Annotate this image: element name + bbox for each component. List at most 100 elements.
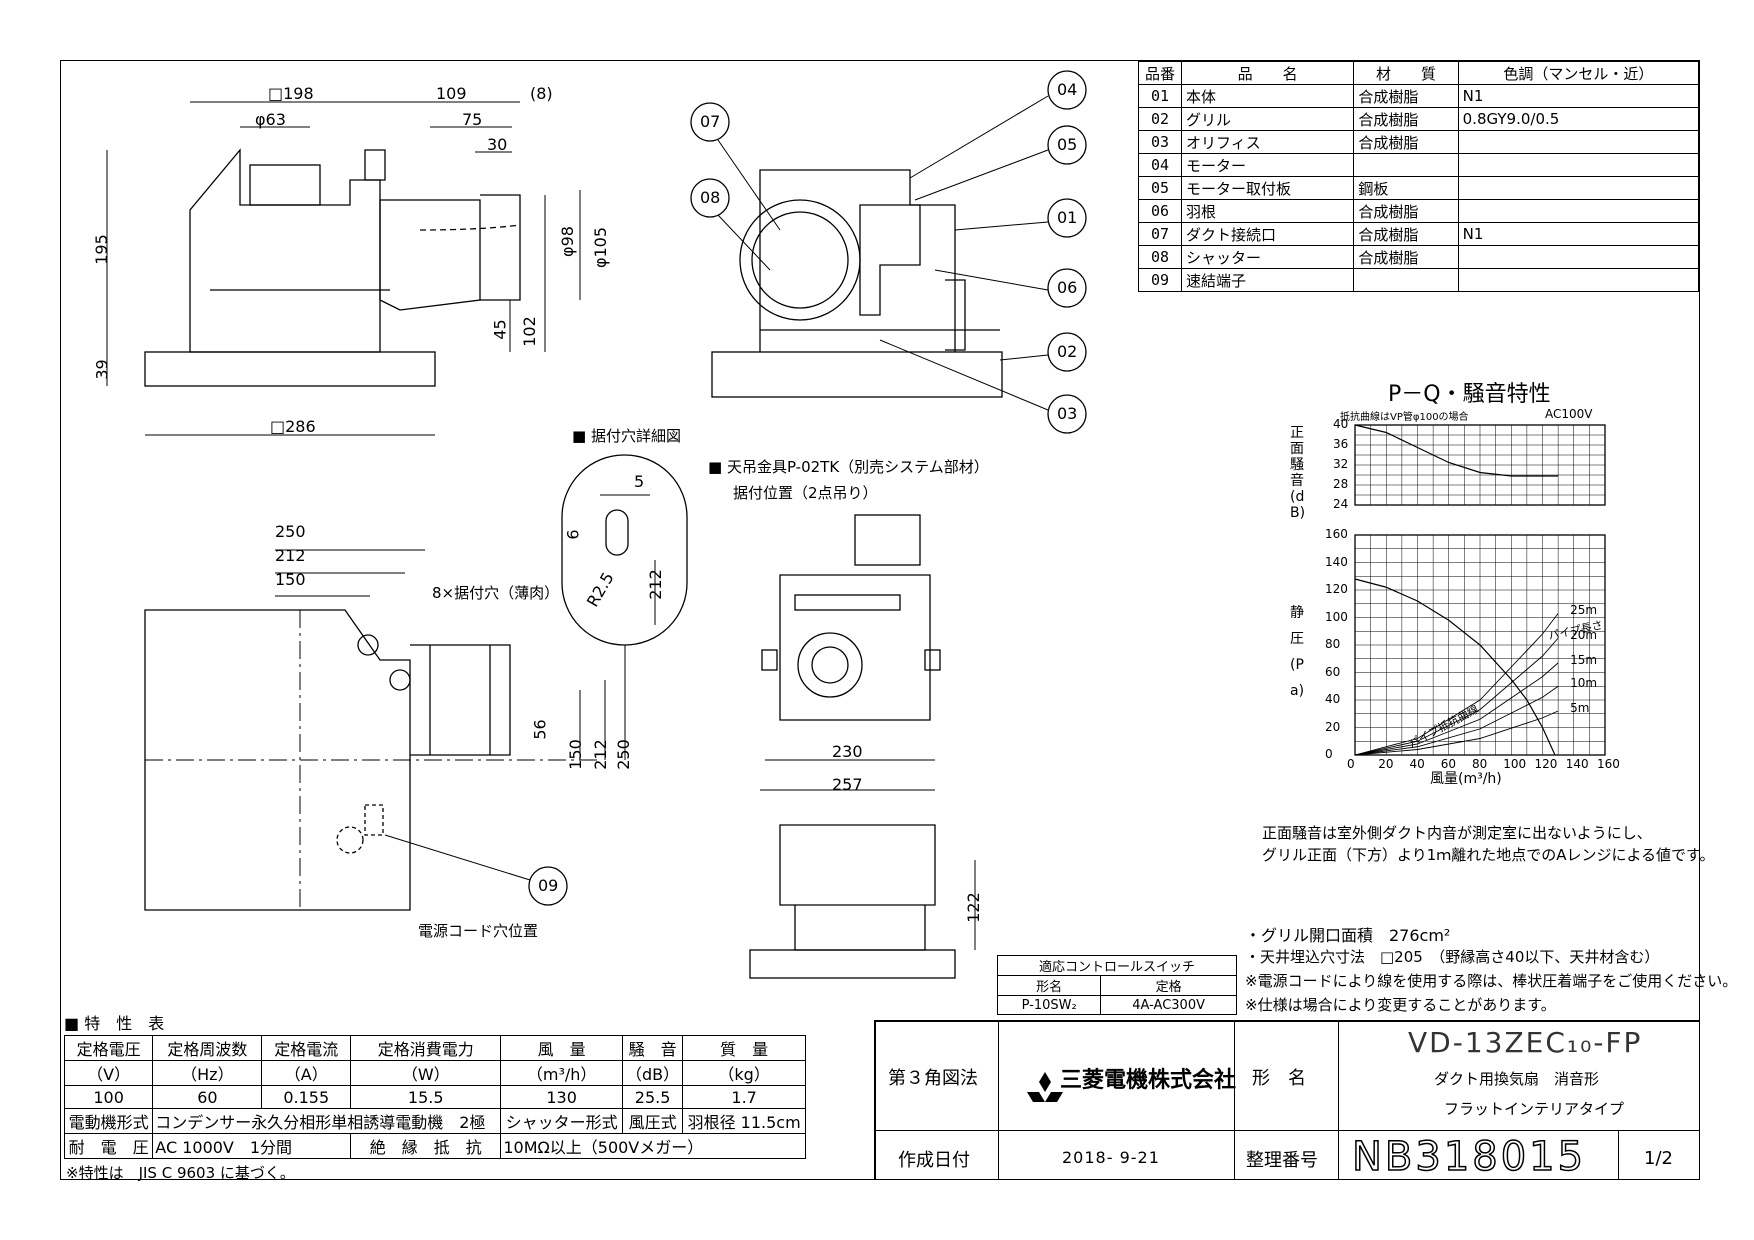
part-no: 07 xyxy=(1138,222,1182,246)
noise-series xyxy=(1354,424,1559,477)
noise-ytick: 28 xyxy=(1333,477,1349,491)
part-name: オリフィス xyxy=(1180,130,1355,154)
projection-label: 第３角図法 xyxy=(888,1068,978,1089)
dim-109: 109 xyxy=(436,84,467,103)
pq-series-label: 25m xyxy=(1570,603,1598,618)
pq-xlabel: 風量(m³/h) xyxy=(1430,771,1502,787)
dim-75: 75 xyxy=(462,110,483,129)
char-value: 130 xyxy=(500,1085,623,1109)
cord-hole-label: 電源コード穴位置 xyxy=(418,922,539,940)
pq-series xyxy=(1354,578,1559,756)
callout-03: 03 xyxy=(1057,404,1078,423)
part-no: 01 xyxy=(1138,84,1182,108)
noise-note-2: グリル正面（下方）より1ｍ離れた地点でのAレンジによる値です。 xyxy=(1262,846,1715,864)
char-value-row: 100 60 0.155 15.5 130 25.5 1.7 xyxy=(63,1085,806,1109)
pq-xtick: 160 xyxy=(1597,757,1620,771)
parts-header-color: 色調（マンセル・近） xyxy=(1457,61,1700,85)
model-label: 形 名 xyxy=(1252,1068,1306,1089)
creation-date: 2018- 9-21 xyxy=(1062,1148,1160,1167)
char-unit-row: （V） （Hz） （A） （W） （m³/h） （dB） （kg） xyxy=(63,1060,806,1086)
front-dim-122: 122 xyxy=(963,892,983,923)
char-unit: （m³/h） xyxy=(500,1060,623,1086)
part-color xyxy=(1457,245,1700,269)
part-material xyxy=(1353,153,1459,177)
mount-hole-label: 8×据付穴（薄肉） xyxy=(432,584,560,602)
char-header: 質 量 xyxy=(682,1035,806,1061)
dim-198: □198 xyxy=(268,84,314,103)
pq-ytick: 40 xyxy=(1325,692,1341,706)
pq-xtick: 80 xyxy=(1472,757,1488,771)
noise-curve xyxy=(1354,424,1559,477)
pq-xtick: 100 xyxy=(1503,757,1527,771)
plan-dim-250: 250 xyxy=(275,522,306,541)
noise-ytick: 32 xyxy=(1333,457,1349,471)
callout-06: 06 xyxy=(1057,278,1078,297)
pq-ytick: 0 xyxy=(1325,747,1333,761)
dim-phi63: φ63 xyxy=(255,110,286,129)
chart-resistance-note: 抵抗曲線はVP管φ100の場合 xyxy=(1340,412,1469,423)
pq-ytick: 60 xyxy=(1325,664,1341,679)
pq-xtick: 20 xyxy=(1378,757,1394,771)
char-value: 100 xyxy=(63,1085,154,1109)
pq-ytick: 140 xyxy=(1325,554,1348,569)
part-material xyxy=(1353,268,1459,292)
part-no: 09 xyxy=(1138,268,1182,292)
hanger-title: ■ 天吊金具P-02TK（別売システム部材） xyxy=(708,458,989,476)
pq-xtick: 120 xyxy=(1534,757,1558,771)
pq-curve-10m xyxy=(1354,685,1559,756)
cutaway-view xyxy=(711,169,1003,398)
callout-01: 01 xyxy=(1057,208,1078,227)
noise-ylabel: 正面騒音(dB) xyxy=(1290,425,1306,521)
callout-09: 09 xyxy=(538,876,559,895)
plan-dim-150: 150 xyxy=(275,570,306,589)
dim-8: (8) xyxy=(530,84,553,103)
pq-series-label: 15m xyxy=(1570,652,1598,667)
part-material: 合成樹脂 xyxy=(1353,245,1459,269)
noise-ytick: 24 xyxy=(1333,497,1349,511)
pq-ytick: 100 xyxy=(1325,609,1348,624)
char-motor-row: 電動機形式 コンデンサー永久分相形単相誘導電動機 2極 シャッター形式 風圧式 … xyxy=(63,1108,806,1134)
part-material: 合成樹脂 xyxy=(1353,84,1459,108)
plan-dim-150v: 150 xyxy=(565,739,585,770)
front-dim-257: 257 xyxy=(832,775,863,794)
part-name: 羽根 xyxy=(1180,199,1355,223)
pq-series-label: 10m xyxy=(1570,676,1598,691)
dim-phi105: φ105 xyxy=(591,226,611,269)
callout-circles xyxy=(384,70,1087,906)
characteristics-table: 定格電圧 定格周波数 定格電流 定格消費電力 風 量 騒 音 質 量 （V） （… xyxy=(63,1035,806,1159)
char-voltage-row: 耐 電 圧 AC 1000V 1分間 絶 縁 抵 抗 10MΩ以上（500Vメガ… xyxy=(63,1133,806,1159)
part-color xyxy=(1457,268,1700,292)
char-value: 0.155 xyxy=(261,1085,352,1109)
char-unit: （kg） xyxy=(682,1060,806,1086)
char-header: 定格周波数 xyxy=(152,1035,263,1061)
dim-phi98: φ98 xyxy=(557,226,577,257)
blade-value: 11.5cm xyxy=(740,1113,801,1132)
pq-curve-20m xyxy=(1354,637,1559,756)
char-unit: （W） xyxy=(350,1060,502,1086)
number-label: 整理番号 xyxy=(1246,1150,1318,1171)
char-value: 1.7 xyxy=(682,1085,806,1109)
shutter-value: 風圧式 xyxy=(621,1108,684,1134)
mount-hole-detail xyxy=(561,454,688,646)
blade-cell: 羽根径 11.5cm xyxy=(682,1108,806,1134)
spec-note-3: ※電源コードにより線を使用する際は、棒状圧着端子をご使用ください。 xyxy=(1245,972,1738,990)
noise-grid xyxy=(1355,425,1605,505)
detail-dim-5: 5 xyxy=(634,472,645,491)
part-color: N1 xyxy=(1457,84,1700,108)
plan-dim-250v: 250 xyxy=(613,739,633,770)
part-name: モーター取付板 xyxy=(1180,176,1355,200)
dim-45: 45 xyxy=(490,319,510,340)
part-material: 合成樹脂 xyxy=(1353,130,1459,154)
pq-ytick: 20 xyxy=(1325,719,1341,734)
shutter-label: シャッター形式 xyxy=(500,1108,623,1134)
drawing-sheet xyxy=(60,60,1700,1180)
company-name: 三菱電機株式会社 xyxy=(1060,1068,1237,1093)
model-number: VD-13ZEC₁₀-FP xyxy=(1408,1026,1643,1059)
part-material: 合成樹脂 xyxy=(1353,199,1459,223)
pq-curve-15m xyxy=(1354,662,1559,756)
